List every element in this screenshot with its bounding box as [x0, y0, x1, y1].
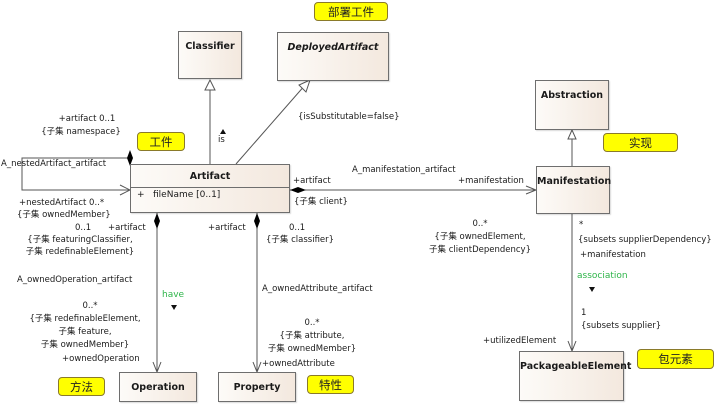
- label-attribute-member-role: +ownedAttribute: [262, 359, 335, 369]
- class-deployed-artifact[interactable]: DeployedArtifact: [277, 32, 389, 81]
- label-owned-attribute-association-name: A_ownedAttribute_artifact: [262, 284, 373, 294]
- direction-down-icon: [589, 287, 595, 292]
- label-utilized-target-subsets: {subsets supplier}: [581, 321, 662, 331]
- callout-operation: 方法: [58, 377, 115, 396]
- callout-property: 特性: [298, 375, 354, 394]
- class-abstraction[interactable]: Abstraction: [535, 80, 609, 130]
- label-nested-owner-subsets: {子集 namespace}: [41, 127, 121, 137]
- label-manifestation-member-subsets-2: 子集 clientDependency}: [429, 245, 531, 255]
- callout-text: 部署工件: [328, 5, 374, 19]
- callout-deployed-artifact: 部署工件: [314, 2, 388, 31]
- class-name: Abstraction: [540, 90, 604, 101]
- generalization-arrowhead-icon: [567, 128, 577, 140]
- class-name: Classifier: [185, 41, 235, 52]
- label-manifestation-association-name: A_manifestation_artifact: [352, 165, 456, 175]
- callout-artifact: 工件: [137, 132, 185, 161]
- class-name: PackageableElement: [520, 361, 632, 372]
- label-attribute-owner-subsets: {子集 classifier}: [266, 235, 335, 245]
- callout-text: 方法: [70, 380, 93, 394]
- label-nested-owner-end: +artifact 0..1: [58, 114, 116, 124]
- callout-packageable-element: 包元素: [628, 349, 714, 369]
- class-classifier[interactable]: Classifier: [178, 31, 242, 79]
- label-operation-owner-multiplicity: 0..1: [75, 223, 92, 233]
- label-operation-member-multiplicity: 0..*: [82, 301, 98, 311]
- label-utilized-source-subsets: {subsets supplierDependency}: [578, 235, 712, 245]
- label-operation-owner-subsets-2: 子集 redefinableElement}: [25, 247, 135, 257]
- label-operation-member-subsets-3: 子集 ownedMember}: [40, 340, 130, 350]
- label-utilized-source-role: +manifestation: [580, 250, 646, 260]
- class-packageable-element[interactable]: PackageableElement: [519, 351, 632, 401]
- callout-manifestation: 实现: [594, 133, 678, 154]
- label-attribute-owner-role: +artifact: [208, 223, 246, 233]
- callout-text: 工件: [149, 135, 173, 149]
- label-manifestation-member-role: +manifestation: [458, 176, 524, 186]
- class-operation[interactable]: Operation: [119, 372, 197, 402]
- direction-down-icon: [171, 305, 177, 310]
- composition-diamond-icon: [254, 213, 260, 229]
- composition-diamond-icon: [127, 150, 133, 166]
- label-nested-association-name: A_nestedArtifact_artifact: [1, 159, 107, 169]
- label-utilized-target-role: +utilizedElement: [483, 336, 557, 346]
- label-is: is: [218, 135, 225, 145]
- association-nested-artifact[interactable]: [21, 157, 130, 191]
- class-property[interactable]: Property: [218, 372, 296, 402]
- composition-diamond-icon: [154, 213, 160, 229]
- label-have: have: [162, 290, 185, 300]
- composition-diamond-icon: [290, 187, 306, 193]
- class-artifact[interactable]: Artifact + fileName [0..1]: [130, 164, 290, 213]
- class-name: Artifact: [189, 171, 231, 182]
- direction-up-icon: [220, 129, 226, 134]
- visibility-marker: +: [137, 190, 145, 200]
- generalization-arrowhead-icon: [204, 78, 216, 91]
- label-operation-member-subsets-2: 子集 feature,: [58, 327, 112, 337]
- attribute-text: fileName [0..1]: [153, 190, 221, 200]
- generalization-arrowhead-icon: [298, 79, 311, 93]
- class-name: DeployedArtifact: [287, 42, 379, 53]
- label-manifestation-member-multiplicity: 0..*: [472, 219, 488, 229]
- label-owned-operation-association-name: A_ownedOperation_artifact: [17, 275, 133, 285]
- class-manifestation[interactable]: Manifestation: [536, 166, 612, 214]
- label-operation-owner-subsets-1: {子集 featuringClassifier,: [27, 235, 133, 245]
- label-is-substitutable: {isSubstitutable=false}: [298, 112, 400, 122]
- callout-text: 实现: [629, 136, 652, 150]
- label-association: association: [577, 271, 628, 281]
- label-operation-member-role: +ownedOperation: [62, 354, 140, 364]
- label-utilized-source-multiplicity: *: [579, 220, 584, 230]
- label-utilized-target-multiplicity: 1: [581, 308, 587, 318]
- label-manifestation-owner-subsets: {子集 client}: [294, 197, 348, 207]
- label-attribute-member-multiplicity: 0..*: [304, 318, 320, 328]
- class-name: Operation: [131, 382, 185, 393]
- label-operation-owner-role: +artifact: [108, 223, 146, 233]
- class-name: Property: [233, 382, 281, 393]
- label-nested-member-end: +nestedArtifact 0..*: [19, 198, 105, 208]
- label-nested-member-subsets: {子集 ownedMember}: [17, 210, 111, 220]
- label-attribute-member-subsets-1: {子集 attribute,: [279, 331, 345, 341]
- label-manifestation-owner-role: +artifact: [293, 176, 331, 186]
- class-name: Manifestation: [537, 176, 612, 187]
- label-operation-member-subsets-1: {子集 redefinableElement,: [29, 314, 141, 324]
- label-manifestation-member-subsets-1: {子集 ownedElement,: [434, 232, 526, 242]
- generalization-artifact-deployedartifact[interactable]: [235, 83, 307, 165]
- label-attribute-member-subsets-2: 子集 ownedMember}: [267, 344, 357, 354]
- attributes-compartment: + fileName [0..1]: [131, 187, 289, 202]
- callout-text: 特性: [319, 378, 342, 392]
- label-attribute-owner-multiplicity: 0..1: [289, 223, 306, 233]
- attribute-filename[interactable]: + fileName [0..1]: [131, 188, 289, 202]
- callout-text: 包元素: [658, 352, 693, 366]
